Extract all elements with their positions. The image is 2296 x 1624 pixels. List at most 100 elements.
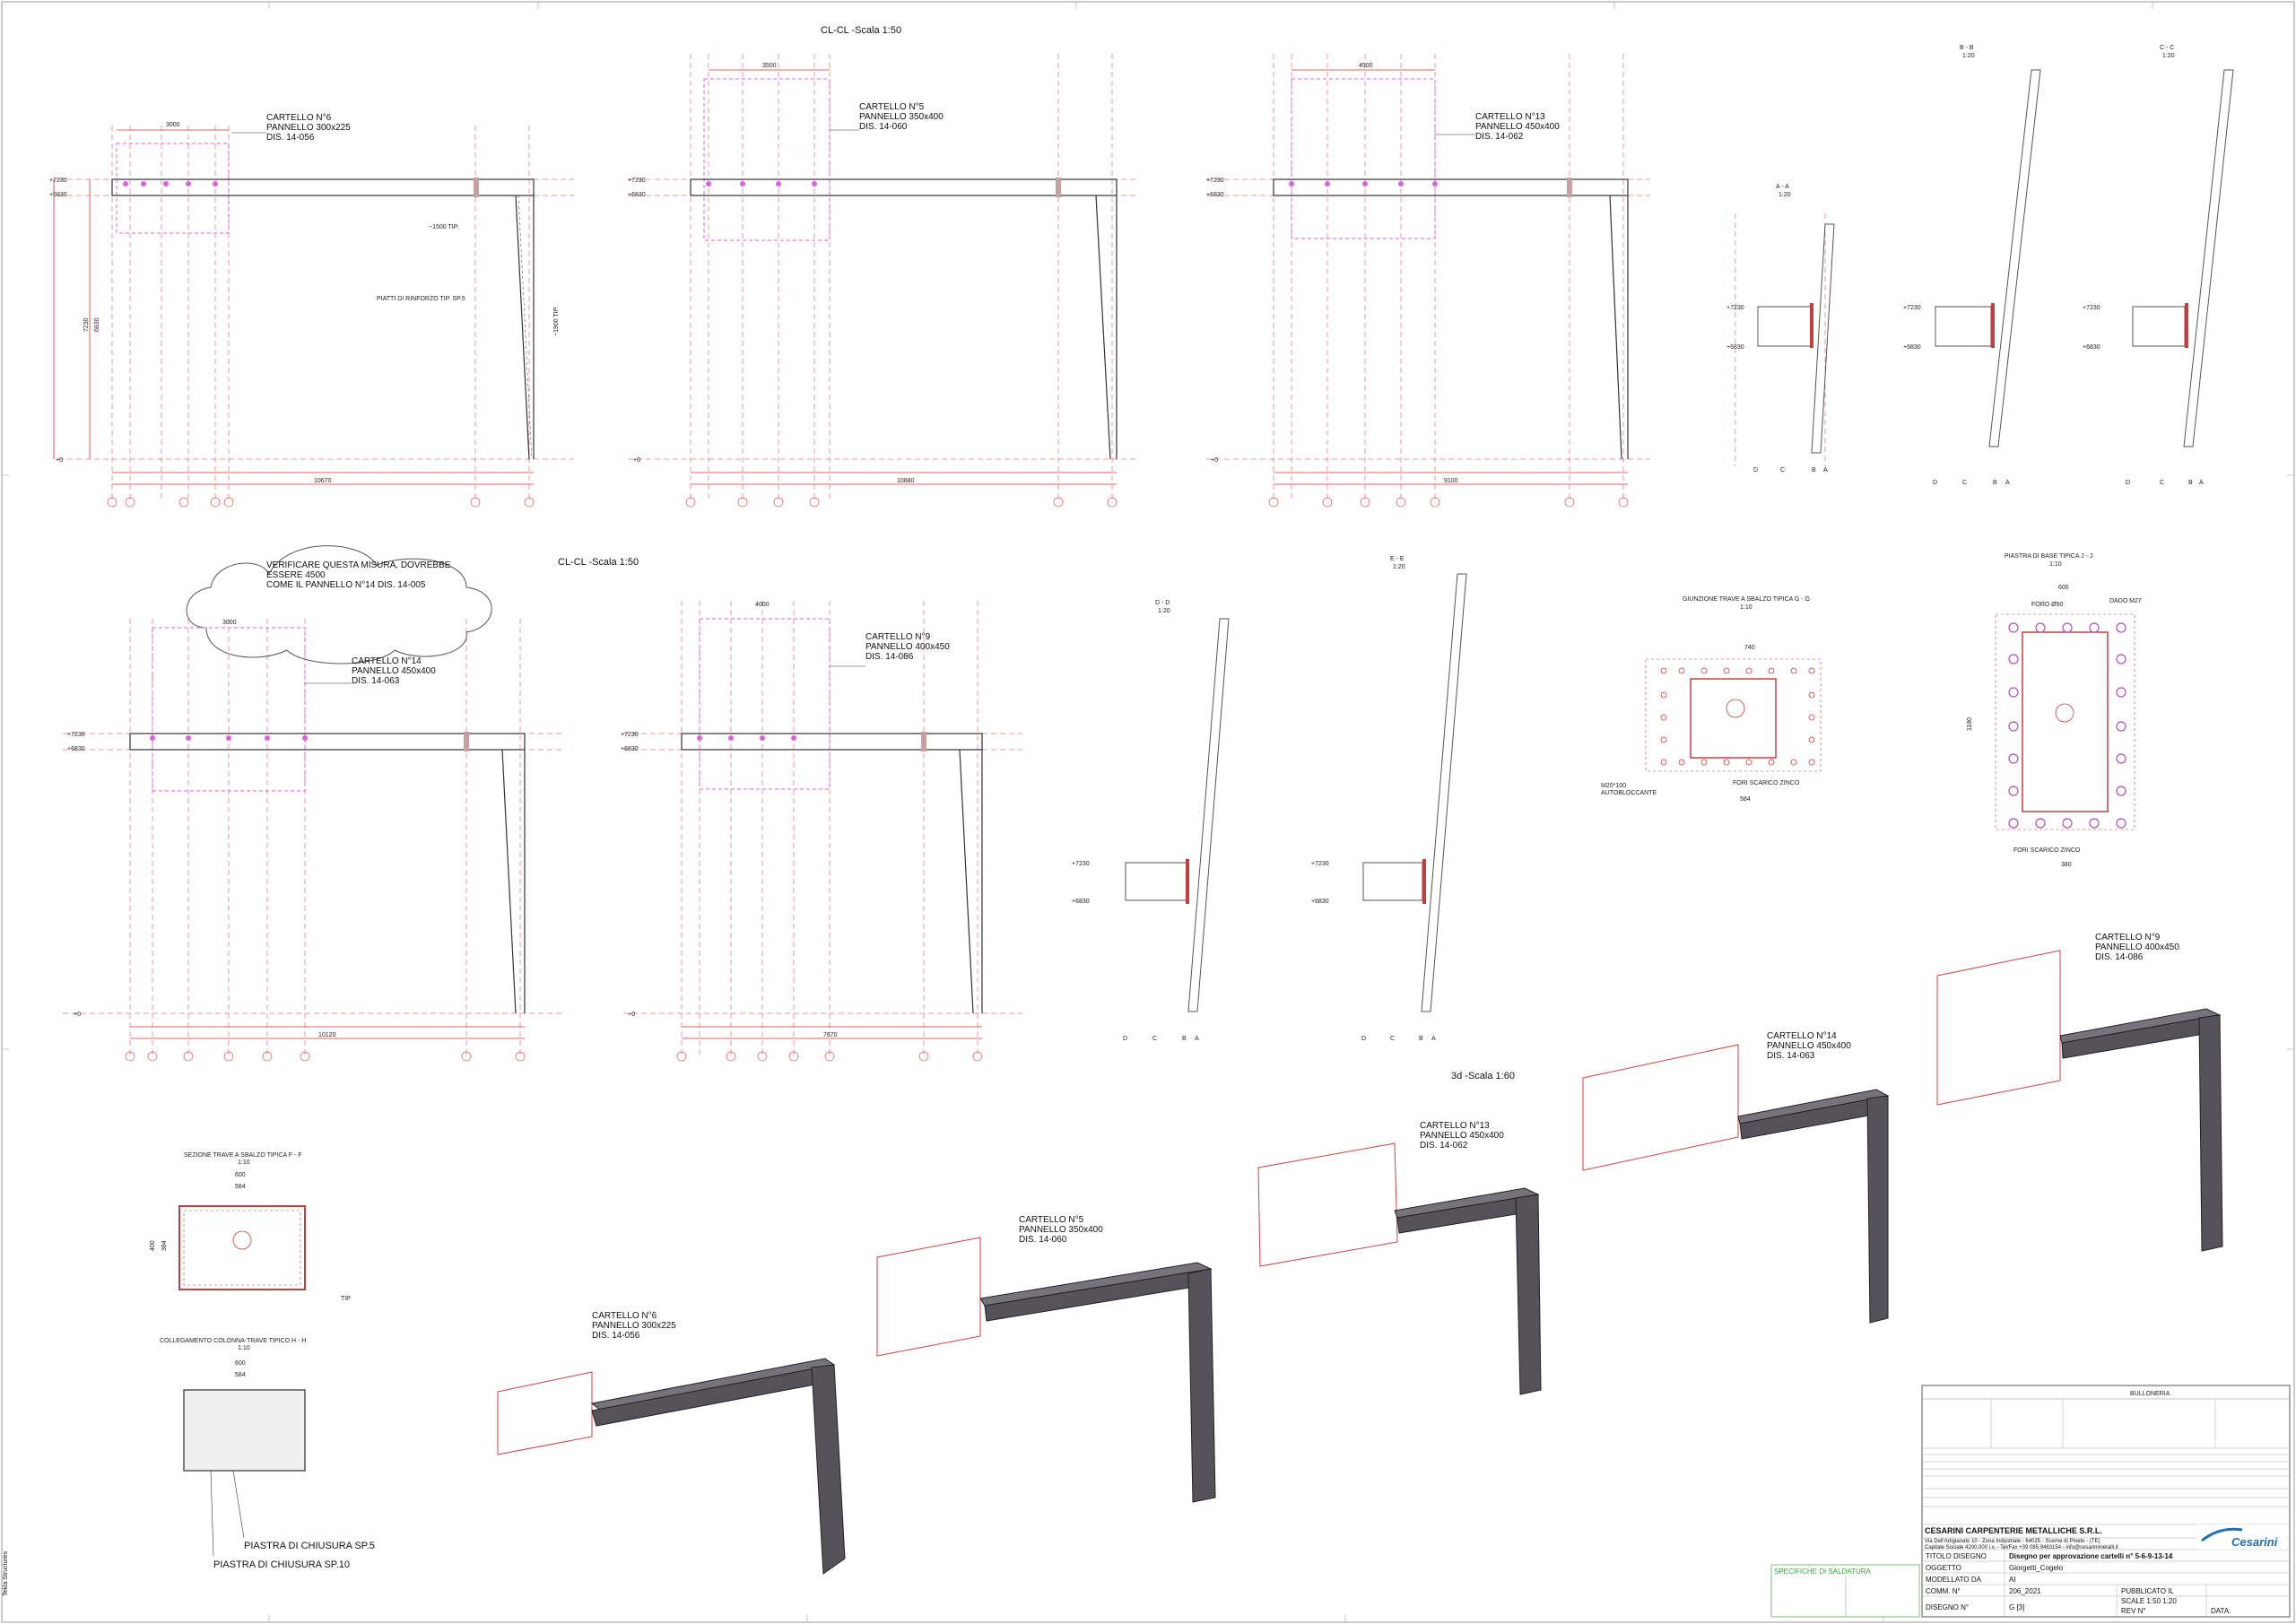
section-scale: 1:20 bbox=[1393, 564, 1405, 570]
title-block: BULLONERIA CESARINI CARPENTERIE METALLIC… bbox=[1921, 1385, 2291, 1618]
level-top: +7230 bbox=[1206, 178, 1224, 184]
dis-label: DIS. 14-062 bbox=[1420, 1141, 1468, 1151]
elevation-cartello14: VERIFICARE QUESTA MISURA, DOVREBBE ESSER… bbox=[63, 545, 565, 1062]
section-title: GIUNZIONE TRAVE A SBALZO TIPICA G - G bbox=[1683, 596, 1810, 603]
section-title: D - D bbox=[1155, 600, 1170, 606]
dim-width: 3000 bbox=[166, 122, 180, 128]
section-title-1: CL-CL -Scala 1:50 bbox=[821, 25, 901, 36]
level-mid: +6830 bbox=[49, 192, 67, 198]
annotation: ~1500 TIP. bbox=[429, 224, 458, 230]
view3d-cartello14: CARTELLO N°14 PANNELLO 450x400 DIS. 14-0… bbox=[1582, 1031, 1890, 1324]
level-top: +7230 bbox=[2083, 305, 2100, 311]
dis-label: DIS. 14-056 bbox=[266, 133, 315, 143]
dim-total: 7670 bbox=[823, 1032, 838, 1038]
level-base: +0 bbox=[633, 457, 640, 464]
company-contacts: Capitale Sociale 4200.000 i.v. - Tel/Fax… bbox=[1925, 1545, 2118, 1550]
dis-label: DIS. 14-060 bbox=[1019, 1235, 1067, 1245]
revision-cloud bbox=[186, 545, 492, 664]
view3d-cartello13: CARTELLO N°13 PANNELLO 450x400 DIS. 14-0… bbox=[1257, 1121, 1542, 1395]
svg-text:C: C bbox=[1390, 1036, 1395, 1042]
plate-note: PIASTRA DI CHIUSURA SP.5 bbox=[244, 1541, 375, 1551]
dim-total: 9100 bbox=[1444, 478, 1458, 484]
dim-width: 3500 bbox=[762, 63, 777, 69]
panel-label: PANNELLO 400x450 bbox=[2095, 942, 2179, 952]
section-title: B - B bbox=[1960, 45, 1974, 51]
level-mid: +6830 bbox=[67, 746, 85, 752]
dim: 584 bbox=[235, 1184, 246, 1190]
dim: 600 bbox=[2058, 585, 2069, 591]
tb-key: OGGETTO bbox=[1926, 1564, 1961, 1572]
level-base: +0 bbox=[56, 457, 63, 464]
level-base: +0 bbox=[74, 1012, 81, 1018]
cartello-label: CARTELLO N°6 bbox=[592, 1311, 657, 1321]
bulloneria-header: BULLONERIA bbox=[2130, 1391, 2170, 1397]
view3d-cartello5: CARTELLO N°5 PANNELLO 350x400 DIS. 14-06… bbox=[876, 1215, 1216, 1503]
dis-label: DIS. 14-060 bbox=[859, 122, 908, 132]
section-scale: 1:10 bbox=[1740, 604, 1752, 611]
level-top: +7230 bbox=[621, 732, 639, 738]
tb-drawing-title: Disegno per approvazione cartelli n° 5-6… bbox=[2009, 1552, 2173, 1560]
svg-text:D: D bbox=[1933, 480, 1937, 486]
level-top: +7230 bbox=[628, 178, 646, 184]
svg-text:D: D bbox=[1361, 1036, 1366, 1042]
dim: 584 bbox=[1740, 796, 1751, 803]
svg-text:A: A bbox=[1823, 467, 1828, 473]
svg-text:C: C bbox=[1780, 467, 1785, 473]
dim-total: 10880 bbox=[897, 478, 915, 484]
panel-label: PANNELLO 300x225 bbox=[266, 123, 351, 133]
anchor-label: DADO M27 bbox=[2109, 598, 2142, 604]
section-title: A - A bbox=[1776, 184, 1789, 190]
dim: 380 bbox=[2061, 862, 2072, 868]
svg-text:D: D bbox=[1753, 467, 1758, 473]
panel-label: PANNELLO 450x400 bbox=[1420, 1131, 1504, 1141]
side-note: Tekla Structures bbox=[3, 1550, 9, 1596]
panel-label: PANNELLO 300x225 bbox=[592, 1321, 676, 1331]
dim: 600 bbox=[235, 1172, 246, 1178]
svg-text:B: B bbox=[1812, 467, 1816, 473]
tb-scale: SCALE 1:50 1:20 bbox=[2121, 1597, 2177, 1605]
cloud-note: VERIFICARE QUESTA MISURA, DOVREBBE bbox=[266, 560, 451, 570]
level-top: +7230 bbox=[49, 178, 67, 184]
level-top: +7230 bbox=[1072, 861, 1090, 867]
weld-spec-title: SPECIFICHE DI SALDATURA bbox=[1774, 1568, 1872, 1576]
svg-text:C: C bbox=[2160, 480, 2164, 486]
dim: 384 bbox=[161, 1240, 168, 1251]
dim-width: 3000 bbox=[222, 620, 237, 626]
level-top: +7230 bbox=[1726, 305, 1744, 311]
dim-height: 6830 bbox=[94, 317, 100, 332]
dis-label: DIS. 14-086 bbox=[865, 652, 914, 662]
tb-commission: 206_2021 bbox=[2009, 1587, 2041, 1595]
panel-label: PANNELLO 450x400 bbox=[1475, 122, 1560, 132]
section-dd: D - D 1:20 +7230 +6830 bbox=[1072, 600, 1230, 1012]
cartello-label: CARTELLO N°6 bbox=[266, 113, 332, 123]
section-scale: 1:20 bbox=[1158, 608, 1170, 614]
section-scale: 1:20 bbox=[1962, 53, 1975, 59]
panel-label: PANNELLO 400x450 bbox=[865, 642, 950, 652]
section-title: SEZIONE TRAVE A SBALZO TIPICA F - F bbox=[184, 1152, 301, 1159]
tb-modeller: AI bbox=[2009, 1576, 2016, 1584]
cartello-label: CARTELLO N°13 bbox=[1475, 112, 1545, 122]
svg-text:B: B bbox=[2188, 480, 2193, 486]
cartello-label: CARTELLO N°5 bbox=[859, 102, 925, 112]
plate-note: PIASTRA DI CHIUSURA SP.10 bbox=[213, 1559, 350, 1570]
section-title-2: CL-CL -Scala 1:50 bbox=[558, 557, 639, 568]
panel-label: PANNELLO 350x400 bbox=[1019, 1225, 1103, 1235]
cloud-note: ESSERE 4500 bbox=[266, 570, 326, 580]
svg-text:A: A bbox=[1195, 1036, 1199, 1042]
tb-published: PUBBLICATO IL bbox=[2121, 1587, 2174, 1595]
dim-total: 10120 bbox=[318, 1032, 336, 1038]
section-hh: COLLEGAMENTO COLONNA-TRAVE TIPICO H - H … bbox=[160, 1338, 375, 1570]
tb-key: DISEGNO N° bbox=[1926, 1603, 1969, 1611]
svg-text:B: B bbox=[1993, 480, 1997, 486]
section-ee: E - E 1:20 +7230 +6830 bbox=[1311, 556, 1467, 1012]
section-scale: 1:20 bbox=[1779, 192, 1791, 198]
annotation: PIATTI DI RINFORZO TIP. SP.5 bbox=[377, 296, 465, 302]
section-title: E - E bbox=[1390, 556, 1405, 562]
level-top: +7230 bbox=[1311, 861, 1329, 867]
cartello-label: CARTELLO N°5 bbox=[1019, 1215, 1084, 1225]
cartello-label: CARTELLO N°14 bbox=[352, 656, 422, 666]
dim-total: 10670 bbox=[314, 478, 332, 484]
bolt-label: M20*100 bbox=[1601, 783, 1626, 789]
